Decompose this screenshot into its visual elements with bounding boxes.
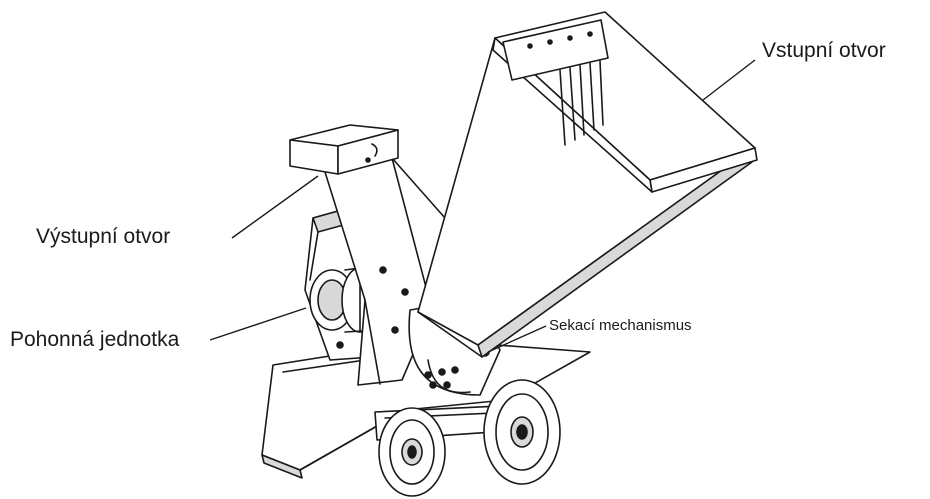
label-drive-unit: Pohonná jednotka [10, 328, 180, 351]
wheel-right [483, 379, 561, 485]
leader-cutting [487, 325, 547, 353]
label-inlet: Vstupní otvor [762, 39, 886, 62]
outlet-hood [289, 124, 399, 175]
leader-lines [209, 59, 756, 353]
label-cutting-mechanism: Sekací mechanismus [549, 317, 692, 334]
leader-outlet [231, 175, 319, 239]
label-outlet: Výstupní otvor [36, 225, 171, 248]
leader-drive [209, 307, 307, 341]
inlet-rim [492, 11, 758, 193]
leader-inlet [702, 59, 756, 101]
wheel-left [378, 407, 446, 497]
